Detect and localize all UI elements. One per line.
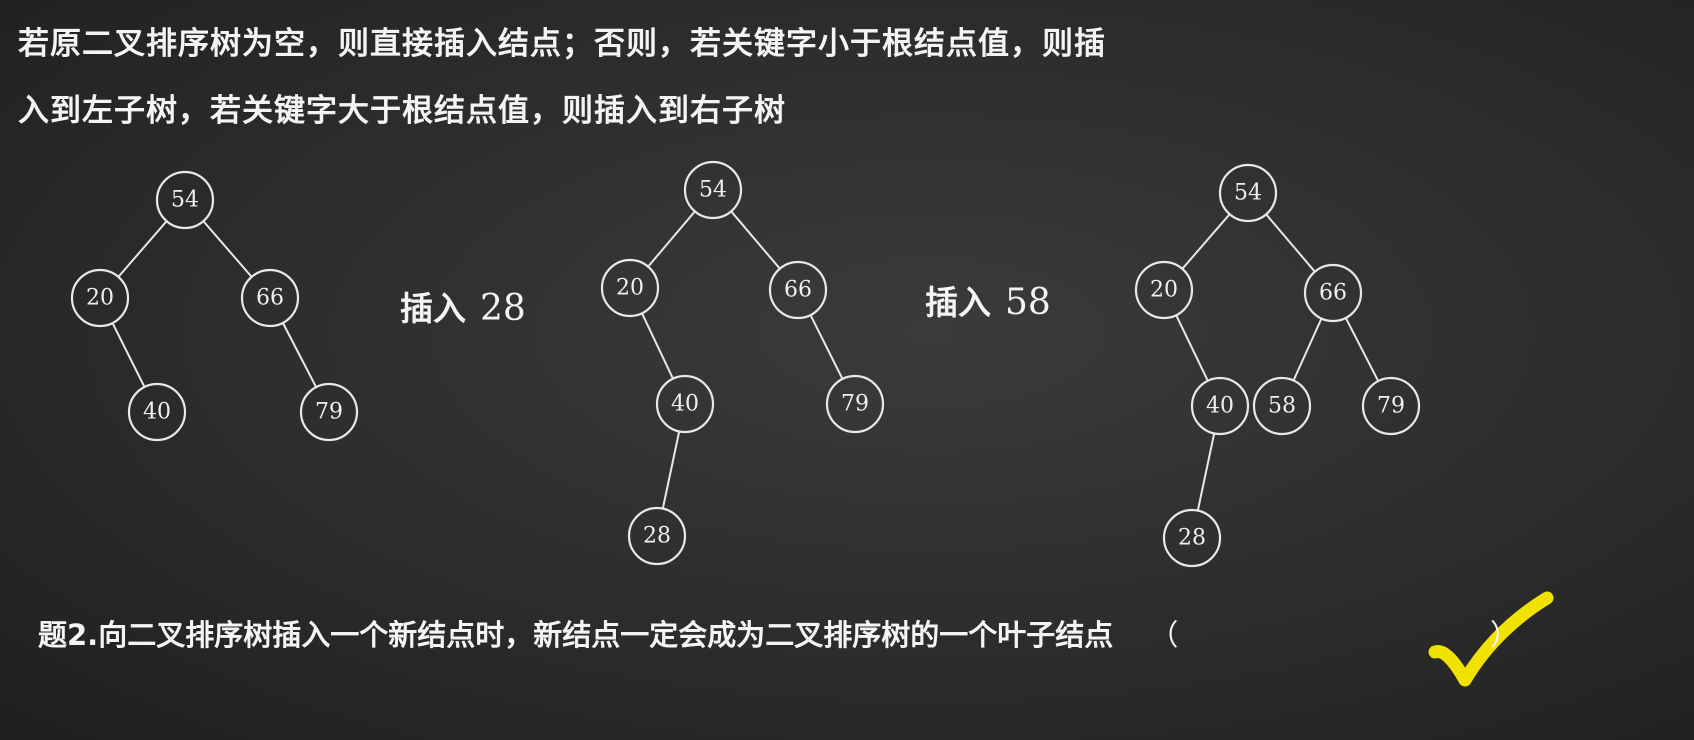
operation-verb: 插入 [400, 289, 466, 328]
tree-node-label: 79 [315, 400, 343, 425]
tree-node-label: 28 [643, 524, 671, 549]
tree-node-58 [1252, 376, 1312, 436]
tree-node-label: 54 [171, 188, 199, 213]
tree-edge [661, 431, 681, 509]
tree-edge [641, 312, 674, 380]
tree-after-insert-28: 54 20 66 40 79 28 [600, 160, 885, 566]
checkmark-icon [1428, 591, 1554, 687]
tree-edge [1175, 314, 1209, 382]
tree-node-66 [768, 260, 828, 320]
answer-paren-close: ） [1490, 618, 1520, 652]
tree-edge [202, 220, 253, 278]
insert-28-operation: 插入 28 [400, 282, 526, 330]
tree-node-label: 40 [143, 400, 171, 425]
tree-node-20 [70, 268, 130, 328]
tree-node-54 [1218, 163, 1278, 223]
tree-node-40 [1190, 376, 1250, 436]
intro-line-2: 入到左子树，若关键字大于根结点值，则插入到右子树 [18, 93, 786, 129]
insert-58-operation: 插入 58 [925, 276, 1051, 324]
tree-before-insert: 54 20 66 40 79 [70, 170, 359, 442]
tree-node-label: 40 [671, 392, 699, 417]
tree-edge [111, 322, 146, 388]
tree-node-20 [600, 258, 660, 318]
tree-edge [1265, 213, 1316, 273]
tree-node-79 [299, 382, 359, 442]
tree-edge [1181, 213, 1231, 270]
tree-node-label: 20 [86, 286, 114, 311]
operation-value: 58 [1005, 282, 1051, 323]
tree-node-label: 66 [1319, 281, 1347, 306]
tree-after-insert-58: 54 20 66 40 58 79 28 [1134, 163, 1421, 568]
tree-node-label: 66 [256, 286, 284, 311]
operation-value: 28 [480, 288, 526, 329]
tree-edge [809, 314, 844, 380]
answer-paren-open: （ [1149, 618, 1179, 652]
tree-node-40 [127, 382, 187, 442]
tree-node-label: 54 [1234, 181, 1262, 206]
question-text: 题2.向二叉排序树插入一个新结点时，新结点一定会成为二叉排序树的一个叶子结点 [38, 618, 1114, 652]
question-2: 题2.向二叉排序树插入一个新结点时，新结点一定会成为二叉排序树的一个叶子结点 （ [38, 612, 1178, 654]
tree-node-66 [240, 268, 300, 328]
tree-node-label: 66 [784, 278, 812, 303]
tree-node-54 [683, 160, 743, 220]
tree-edge [647, 210, 696, 268]
tree-node-label: 20 [616, 276, 644, 301]
tree-node-label: 79 [1377, 394, 1405, 419]
operation-verb: 插入 [925, 283, 991, 322]
tree-node-label: 54 [699, 178, 727, 203]
tree-node-79 [1361, 376, 1421, 436]
tree-node-label: 28 [1178, 526, 1206, 551]
tree-edge [1292, 318, 1323, 381]
tree-node-28 [627, 506, 687, 566]
tree-node-40 [655, 374, 715, 434]
tree-node-label: 20 [1150, 278, 1178, 303]
tree-node-label: 40 [1206, 394, 1234, 419]
tree-edge [281, 322, 318, 388]
tree-node-28 [1162, 508, 1222, 568]
tree-edge [1196, 433, 1216, 511]
tree-node-66 [1303, 263, 1363, 323]
tree-node-label: 58 [1268, 394, 1296, 419]
tree-edge [1344, 317, 1380, 382]
tree-edge [117, 220, 168, 278]
tree-node-54 [155, 170, 215, 230]
tree-node-label: 79 [841, 392, 869, 417]
tree-node-79 [825, 374, 885, 434]
tree-node-20 [1134, 260, 1194, 320]
tree-edge [730, 210, 781, 270]
intro-line-1: 若原二叉排序树为空，则直接插入结点；否则，若关键字小于根结点值，则插 [18, 26, 1106, 62]
